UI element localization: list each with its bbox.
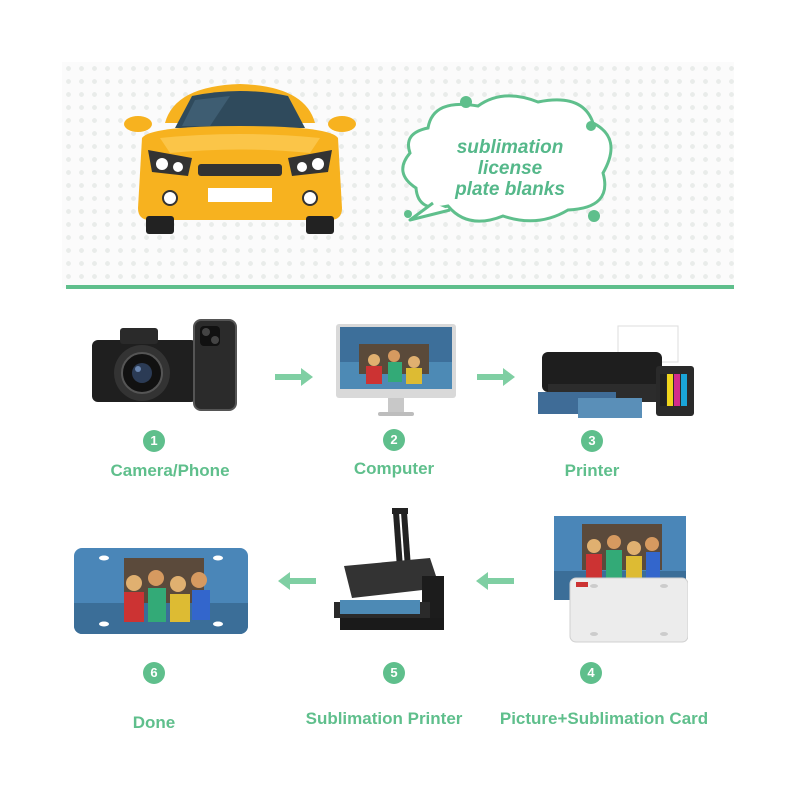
banner-title-line: sublimation [456,137,564,158]
step-number: 5 [383,662,405,684]
car-illustration [124,84,356,234]
step-number: 4 [580,662,602,684]
picture-card-image [554,516,688,643]
arrow-left-icon [278,572,316,590]
finished-plate-image [74,548,248,634]
arrow-left-icon [476,572,514,590]
step-label: Picture+Sublimation Card [499,709,709,728]
arrow-right-icon [477,368,515,386]
step-number: 6 [143,662,165,684]
step-label: Computer [353,459,435,478]
section-divider [66,285,734,289]
step-label: Camera/Phone [110,461,230,480]
banner-title: sublimation license plate blanks [440,137,580,200]
camera-phone-image [92,319,237,411]
step-number: 1 [143,430,165,452]
step-number: 3 [581,430,603,452]
step-label: Printer [564,461,620,480]
arrow-right-icon [275,368,313,386]
banner-title-line: plate blanks [455,179,565,200]
speech-bubble [401,94,613,223]
printer-image [538,325,694,418]
heat-press-image [334,508,444,630]
computer-image [336,324,456,416]
step-label: Done [132,713,176,732]
step-label: Sublimation Printer [305,709,463,728]
banner-background [62,62,734,288]
step-number: 2 [383,429,405,451]
banner-title-line: license [477,158,543,179]
